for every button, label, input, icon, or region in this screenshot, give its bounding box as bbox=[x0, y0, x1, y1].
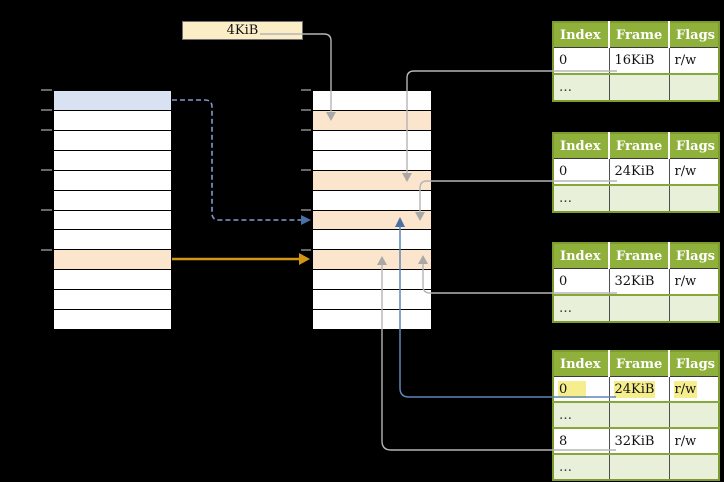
cell-frame bbox=[608, 295, 669, 322]
memory-row bbox=[313, 189, 431, 210]
memory-row bbox=[54, 269, 171, 290]
cell-frame: 32KiB bbox=[608, 428, 669, 454]
memory-row bbox=[313, 229, 431, 250]
memory-row bbox=[313, 129, 431, 150]
table-row: 0 24KiB r/w bbox=[553, 158, 719, 185]
memory-row bbox=[54, 169, 171, 190]
table-row-ellipsis: … bbox=[553, 295, 719, 322]
memory-row bbox=[313, 269, 431, 290]
virtual-page-row-orange bbox=[54, 249, 171, 270]
table-header-row: Index Frame Flags bbox=[553, 351, 719, 377]
cell-index: … bbox=[553, 185, 609, 212]
cell-flags bbox=[668, 74, 719, 101]
cell-flags bbox=[668, 295, 719, 322]
page-table-1: Index Frame Flags 0 16KiB r/w … bbox=[552, 21, 720, 102]
memory-row bbox=[54, 229, 171, 250]
cell-flags: r/w bbox=[668, 376, 719, 402]
memory-row bbox=[54, 129, 171, 150]
cell-index: 8 bbox=[553, 428, 609, 454]
dashed-line-blue-page-to-frame-24kib bbox=[172, 99, 301, 221]
frame-row-16kib bbox=[313, 169, 431, 190]
col-header-frame: Frame bbox=[608, 22, 669, 48]
table-row-ellipsis: … bbox=[553, 74, 719, 101]
memory-row bbox=[313, 149, 431, 170]
arrowhead-right-orange bbox=[299, 253, 310, 265]
col-header-flags: Flags bbox=[668, 351, 719, 377]
cell-flags: r/w bbox=[668, 428, 719, 454]
col-header-flags: Flags bbox=[668, 22, 719, 48]
table-row-ellipsis: … bbox=[553, 454, 719, 480]
col-header-frame: Frame bbox=[608, 243, 669, 269]
col-header-flags: Flags bbox=[668, 133, 719, 159]
highlighted-value: 0 bbox=[559, 381, 585, 397]
page-table-3: Index Frame Flags 0 32KiB r/w … bbox=[552, 242, 720, 323]
col-header-frame: Frame bbox=[608, 351, 669, 377]
virtual-memory-column bbox=[53, 90, 172, 330]
cell-index: … bbox=[553, 402, 609, 428]
memory-row bbox=[54, 289, 171, 310]
cell-index: … bbox=[553, 74, 609, 101]
cell-flags bbox=[668, 185, 719, 212]
frame-row-32kib bbox=[313, 249, 431, 270]
memory-row bbox=[54, 209, 171, 230]
table-row: 0 32KiB r/w bbox=[553, 268, 719, 295]
cell-flags bbox=[668, 402, 719, 428]
cell-frame bbox=[608, 74, 669, 101]
cell-frame: 24KiB bbox=[608, 158, 669, 185]
virtual-page-row-blue bbox=[54, 91, 171, 110]
page-table-2: Index Frame Flags 0 24KiB r/w … bbox=[552, 132, 720, 213]
cell-index: 0 bbox=[553, 158, 609, 185]
cell-frame bbox=[608, 185, 669, 212]
memory-row bbox=[313, 91, 431, 110]
cell-flags bbox=[668, 454, 719, 480]
frame-size-label: 4KiB bbox=[226, 23, 259, 38]
table-row-ellipsis: … bbox=[553, 402, 719, 428]
col-header-flags: Flags bbox=[668, 243, 719, 269]
cell-index: 0 bbox=[553, 268, 609, 295]
arrowhead-right-blue bbox=[301, 215, 311, 225]
cell-frame: 24KiB bbox=[608, 376, 669, 402]
memory-row bbox=[54, 109, 171, 130]
cell-flags: r/w bbox=[668, 158, 719, 185]
table-header-row: Index Frame Flags bbox=[553, 133, 719, 159]
level-2-page-table: Index Frame Flags 0 24KiB r/w … 8 32KiB … bbox=[552, 350, 720, 481]
col-header-index: Index bbox=[553, 133, 609, 159]
cell-index: 0 bbox=[553, 376, 609, 402]
col-header-index: Index bbox=[553, 243, 609, 269]
highlighted-value: r/w bbox=[674, 381, 697, 397]
memory-row bbox=[313, 289, 431, 310]
cell-index: … bbox=[553, 454, 609, 480]
physical-memory-column bbox=[312, 90, 432, 330]
memory-row bbox=[313, 309, 431, 330]
frame-size-label-box: 4KiB bbox=[182, 21, 303, 40]
memory-row bbox=[54, 189, 171, 210]
cell-frame bbox=[608, 454, 669, 480]
cell-index: … bbox=[553, 295, 609, 322]
memory-row bbox=[54, 309, 171, 330]
address-ticks-middle bbox=[301, 89, 311, 251]
table-row: 8 32KiB r/w bbox=[553, 428, 719, 454]
col-header-frame: Frame bbox=[608, 133, 669, 159]
cell-flags: r/w bbox=[668, 47, 719, 74]
cell-flags: r/w bbox=[668, 268, 719, 295]
cell-frame: 16KiB bbox=[608, 47, 669, 74]
col-header-index: Index bbox=[553, 351, 609, 377]
frame-row-4kib bbox=[313, 109, 431, 130]
cell-frame bbox=[608, 402, 669, 428]
frame-row-24kib bbox=[313, 209, 431, 230]
cell-frame: 32KiB bbox=[608, 268, 669, 295]
memory-row bbox=[54, 149, 171, 170]
col-header-index: Index bbox=[553, 22, 609, 48]
table-header-row: Index Frame Flags bbox=[553, 243, 719, 269]
table-header-row: Index Frame Flags bbox=[553, 22, 719, 48]
table-row-ellipsis: … bbox=[553, 185, 719, 212]
table-row: 0 16KiB r/w bbox=[553, 47, 719, 74]
highlighted-value: 24KiB bbox=[614, 381, 655, 397]
address-ticks-left bbox=[41, 89, 52, 251]
table-row-highlighted: 0 24KiB r/w bbox=[553, 376, 719, 402]
cell-index: 0 bbox=[553, 47, 609, 74]
